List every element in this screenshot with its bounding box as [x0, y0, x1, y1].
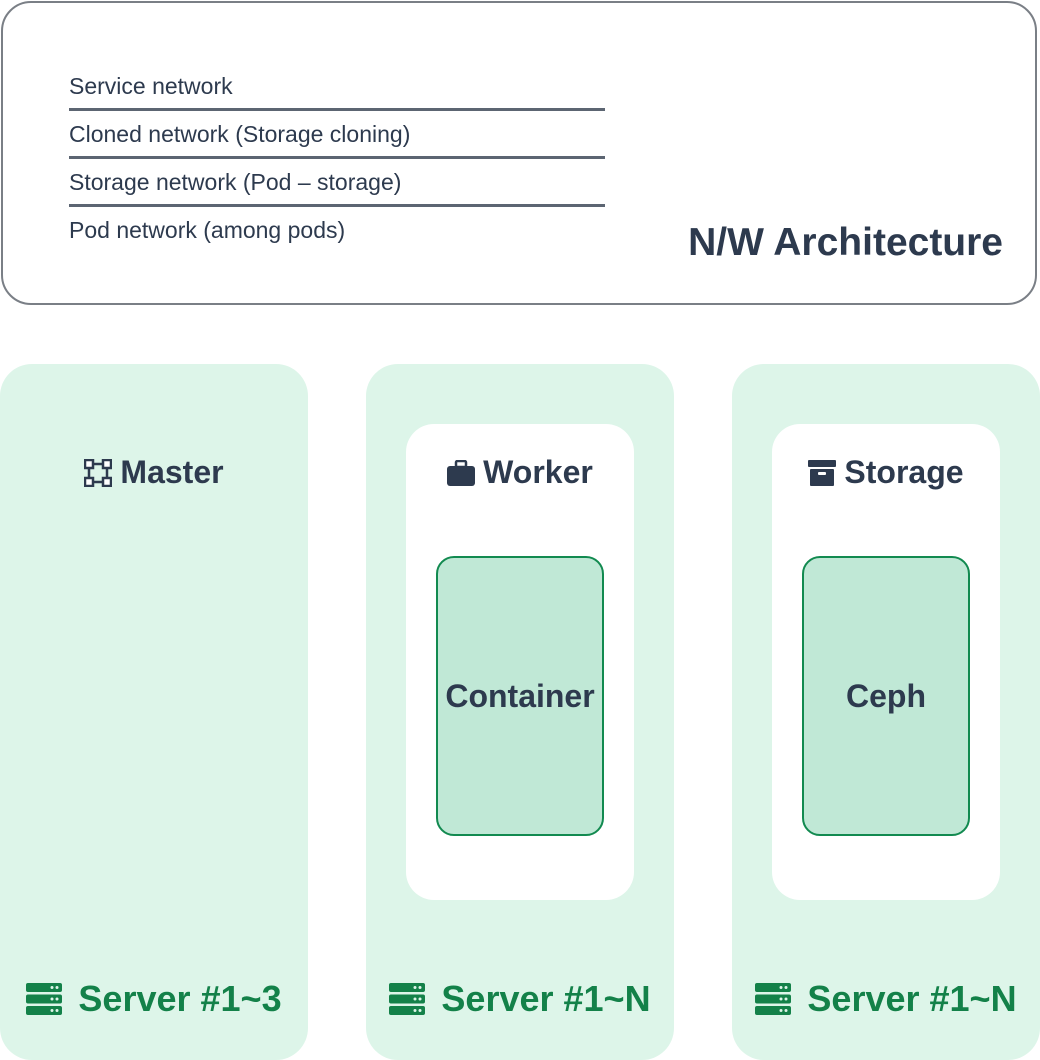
- network-layer-list: Service network Cloned network (Storage …: [69, 63, 605, 253]
- master-node-label: Master: [120, 454, 224, 490]
- ceph-box: Ceph: [802, 556, 970, 836]
- master-server-column: Master Server #1~3: [0, 364, 308, 1060]
- archive-box-icon: [808, 459, 837, 487]
- worker-server-column: Worker Container Server #1~N: [366, 364, 674, 1060]
- ceph-label: Ceph: [846, 677, 926, 714]
- master-server-count: Server #1~3: [78, 978, 282, 1019]
- nw-architecture-panel: Service network Cloned network (Storage …: [1, 1, 1037, 305]
- container-box: Container: [436, 556, 604, 836]
- server-icon: [26, 983, 63, 1015]
- server-icon: [755, 983, 792, 1015]
- storage-node-label: Storage: [844, 454, 964, 490]
- container-label: Container: [445, 677, 595, 714]
- worker-server-count: Server #1~N: [441, 978, 651, 1019]
- master-node-header: Master: [0, 454, 308, 491]
- nw-architecture-title: N/W Architecture: [688, 221, 1003, 264]
- storage-server-count: Server #1~N: [807, 978, 1017, 1019]
- master-server-footer: Server #1~3: [0, 978, 308, 1020]
- storage-node-card: Storage Ceph: [772, 424, 1000, 900]
- worker-server-footer: Server #1~N: [366, 978, 674, 1020]
- briefcase-icon: [447, 459, 476, 486]
- network-layer-pod: Pod network (among pods): [69, 217, 346, 243]
- worker-node-header: Worker: [406, 454, 634, 491]
- storage-server-column: Storage Ceph Server #1~N: [732, 364, 1040, 1060]
- storage-server-footer: Server #1~N: [732, 978, 1040, 1020]
- network-layer-service: Service network: [69, 63, 605, 111]
- vector-square-icon: [84, 458, 113, 487]
- worker-node-label: Worker: [483, 454, 593, 490]
- network-layer-cloned: Cloned network (Storage cloning): [69, 111, 605, 159]
- server-icon: [389, 983, 426, 1015]
- worker-node-card: Worker Container: [406, 424, 634, 900]
- network-layer-storage: Storage network (Pod – storage): [69, 159, 605, 207]
- storage-node-header: Storage: [772, 454, 1000, 491]
